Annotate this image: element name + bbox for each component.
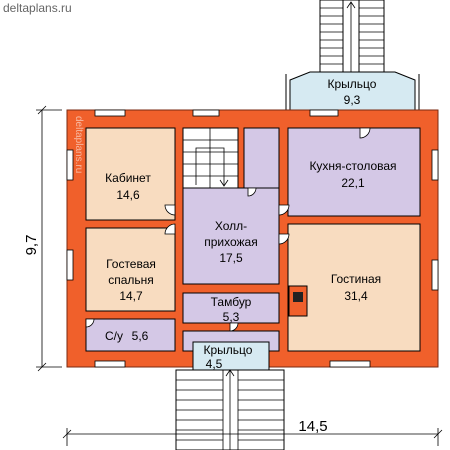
- room-living: [287, 223, 421, 352]
- watermark-text: deltaplans.ru: [3, 1, 72, 15]
- room-vestibule: [182, 292, 280, 324]
- porch-bottom-area: 4,5: [206, 357, 223, 371]
- dimension-height-label: 9,7: [23, 235, 40, 256]
- windows: [66, 109, 439, 368]
- vestibule-name: Тамбур: [211, 295, 252, 309]
- hall-area: 17,5: [219, 251, 243, 265]
- room-stairwell: [182, 127, 239, 189]
- room-labels: Кабинет 14,6 Кухня-столовая 22,1 Холл- п…: [105, 159, 397, 371]
- porch-top-area: 9,3: [344, 93, 361, 107]
- guest-name-line1: Гостевая: [106, 257, 156, 271]
- fireplace: [288, 285, 308, 317]
- guest-area: 14,7: [119, 289, 143, 303]
- room-closet: [243, 127, 280, 189]
- bathroom-name: С/у: [105, 329, 123, 343]
- living-area: 31,4: [344, 289, 368, 303]
- study-area: 14,6: [116, 188, 140, 202]
- porch-top-name: Крыльцо: [328, 77, 377, 91]
- room-study: [85, 127, 176, 221]
- vestibule-area: 5,3: [223, 310, 240, 324]
- hall-name-line1: Холл-: [215, 219, 247, 233]
- dimension-height: [36, 105, 62, 372]
- room-guest-bedroom: [85, 227, 176, 312]
- porch-bottom: [175, 341, 285, 450]
- dimension-width-label: 14,5: [298, 418, 327, 435]
- room-bathroom: [85, 318, 176, 352]
- study-name: Кабинет: [105, 171, 151, 185]
- guest-name-line2: спальня: [108, 273, 154, 287]
- porch-bottom-name: Крыльцо: [204, 343, 253, 357]
- interior-stairs: [183, 128, 238, 188]
- porch-top: Крыльцо 9,3: [285, 71, 420, 111]
- living-name: Гостиная: [331, 272, 381, 286]
- doors: [85, 127, 371, 332]
- room-hall: [182, 187, 280, 285]
- top-stairs: [319, 0, 385, 73]
- room-kitchen: [287, 127, 421, 217]
- dimension-width: [62, 428, 443, 446]
- kitchen-area: 22,1: [341, 176, 365, 190]
- hall-name-line2: прихожая: [204, 235, 257, 249]
- bathroom-area: 5,6: [132, 329, 149, 343]
- kitchen-name: Кухня-столовая: [309, 159, 396, 173]
- wall-watermark: deltaplans.ru: [73, 116, 84, 173]
